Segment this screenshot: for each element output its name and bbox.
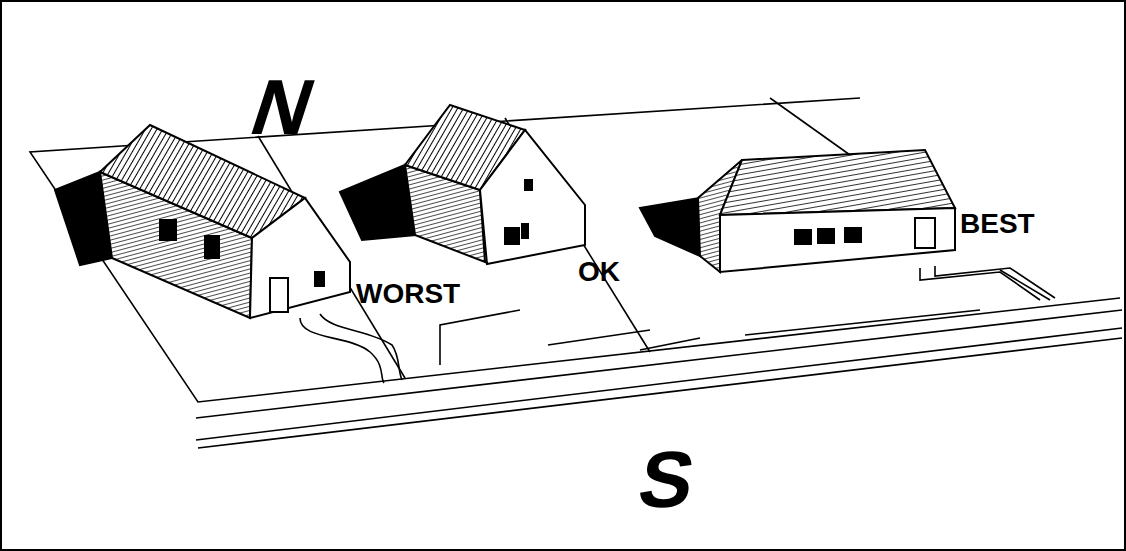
rating-label: BEST <box>960 210 1035 238</box>
rating-label: OK <box>578 258 620 286</box>
compass-south: S <box>633 440 700 520</box>
rating-label: WORST <box>356 280 460 308</box>
